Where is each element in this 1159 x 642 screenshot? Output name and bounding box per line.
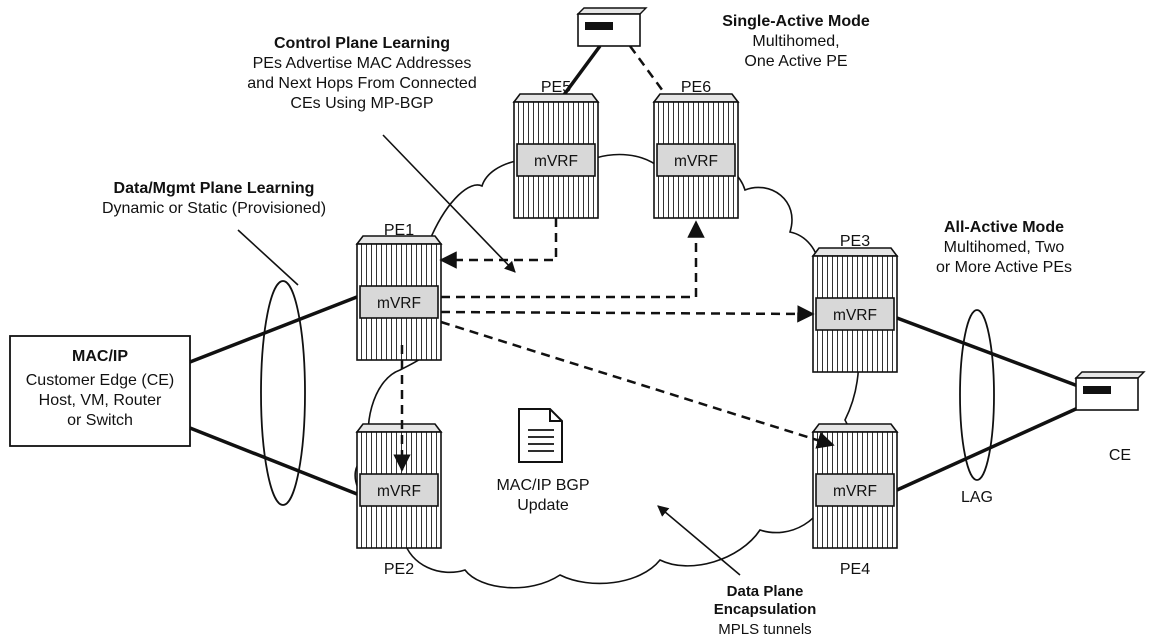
control-plane-line-1: PEs Advertise MAC Addresses: [253, 55, 472, 72]
pe2-vrf-label: mVRF: [377, 483, 421, 500]
update-doc-line-1: MAC/IP BGP: [496, 477, 589, 494]
lag-ellipse-right: [959, 309, 995, 481]
pe6-vrf-label: mVRF: [674, 153, 718, 170]
pe1-vrf-label: mVRF: [377, 295, 421, 312]
data-plane-line-2: MPLS tunnels: [718, 621, 811, 638]
link-ce-pe1: [189, 293, 363, 364]
ce-box-title: MAC/IP: [72, 348, 128, 365]
control-plane-line-3: CEs Using MP-BGP: [290, 95, 433, 112]
pe1-label: PE1: [384, 222, 414, 239]
single-active-line-2: One Active PE: [744, 53, 847, 70]
document-icon: [518, 408, 563, 463]
link-pe4-ce: [896, 406, 1079, 492]
arrow-pe1-to-pe4: [440, 320, 835, 449]
pe6-label: PE6: [681, 79, 711, 96]
callout-arrow-data-mgmt: [237, 229, 299, 286]
all-active-line-1: Multihomed, Two: [944, 239, 1065, 256]
pe4-vrf-label: mVRF: [833, 483, 877, 500]
lag-ellipse-left: [260, 280, 306, 506]
pe4-label: PE4: [840, 561, 870, 578]
single-active-line-1: Multihomed,: [752, 33, 839, 50]
ce-device-top: [576, 7, 648, 47]
link-ce-pe2: [189, 426, 363, 498]
ce-right-label: CE: [1109, 447, 1131, 464]
pe5-label: PE5: [541, 79, 571, 96]
ce-device-right: [1074, 371, 1146, 411]
ce-box-line-1: Customer Edge (CE): [26, 372, 175, 389]
arrow-pe1-to-pe3: [440, 305, 815, 323]
control-plane-line-2: and Next Hops From Connected: [247, 75, 476, 92]
pe2-label: PE2: [384, 561, 414, 578]
data-plane-line-1: Encapsulation: [714, 601, 817, 618]
data-plane-title: Data Plane: [727, 583, 804, 600]
all-active-line-2: or More Active PEs: [936, 259, 1072, 276]
data-mgmt-title: Data/Mgmt Plane Learning: [114, 180, 315, 197]
pe3-label: PE3: [840, 233, 870, 250]
pe5-vrf-label: mVRF: [534, 153, 578, 170]
control-plane-title: Control Plane Learning: [274, 35, 450, 52]
callout-arrow-control-plane: [382, 134, 516, 273]
callout-arrow-data-plane: [657, 505, 741, 576]
data-mgmt-line-1: Dynamic or Static (Provisioned): [102, 200, 326, 217]
all-active-title: All-Active Mode: [944, 219, 1064, 236]
arrow-pe1-to-pe6: [441, 220, 705, 299]
pe3-vrf-label: mVRF: [833, 307, 877, 324]
lag-label: LAG: [961, 489, 993, 506]
single-active-title: Single-Active Mode: [722, 13, 870, 30]
ce-box-line-2: Host, VM, Router: [39, 392, 162, 409]
ce-box-line-3: or Switch: [67, 412, 133, 429]
link-pe3-ce: [896, 316, 1079, 388]
link-ce-pe6-standby: [628, 45, 692, 129]
update-doc-line-2: Update: [517, 497, 569, 514]
ce-box: [9, 335, 191, 447]
